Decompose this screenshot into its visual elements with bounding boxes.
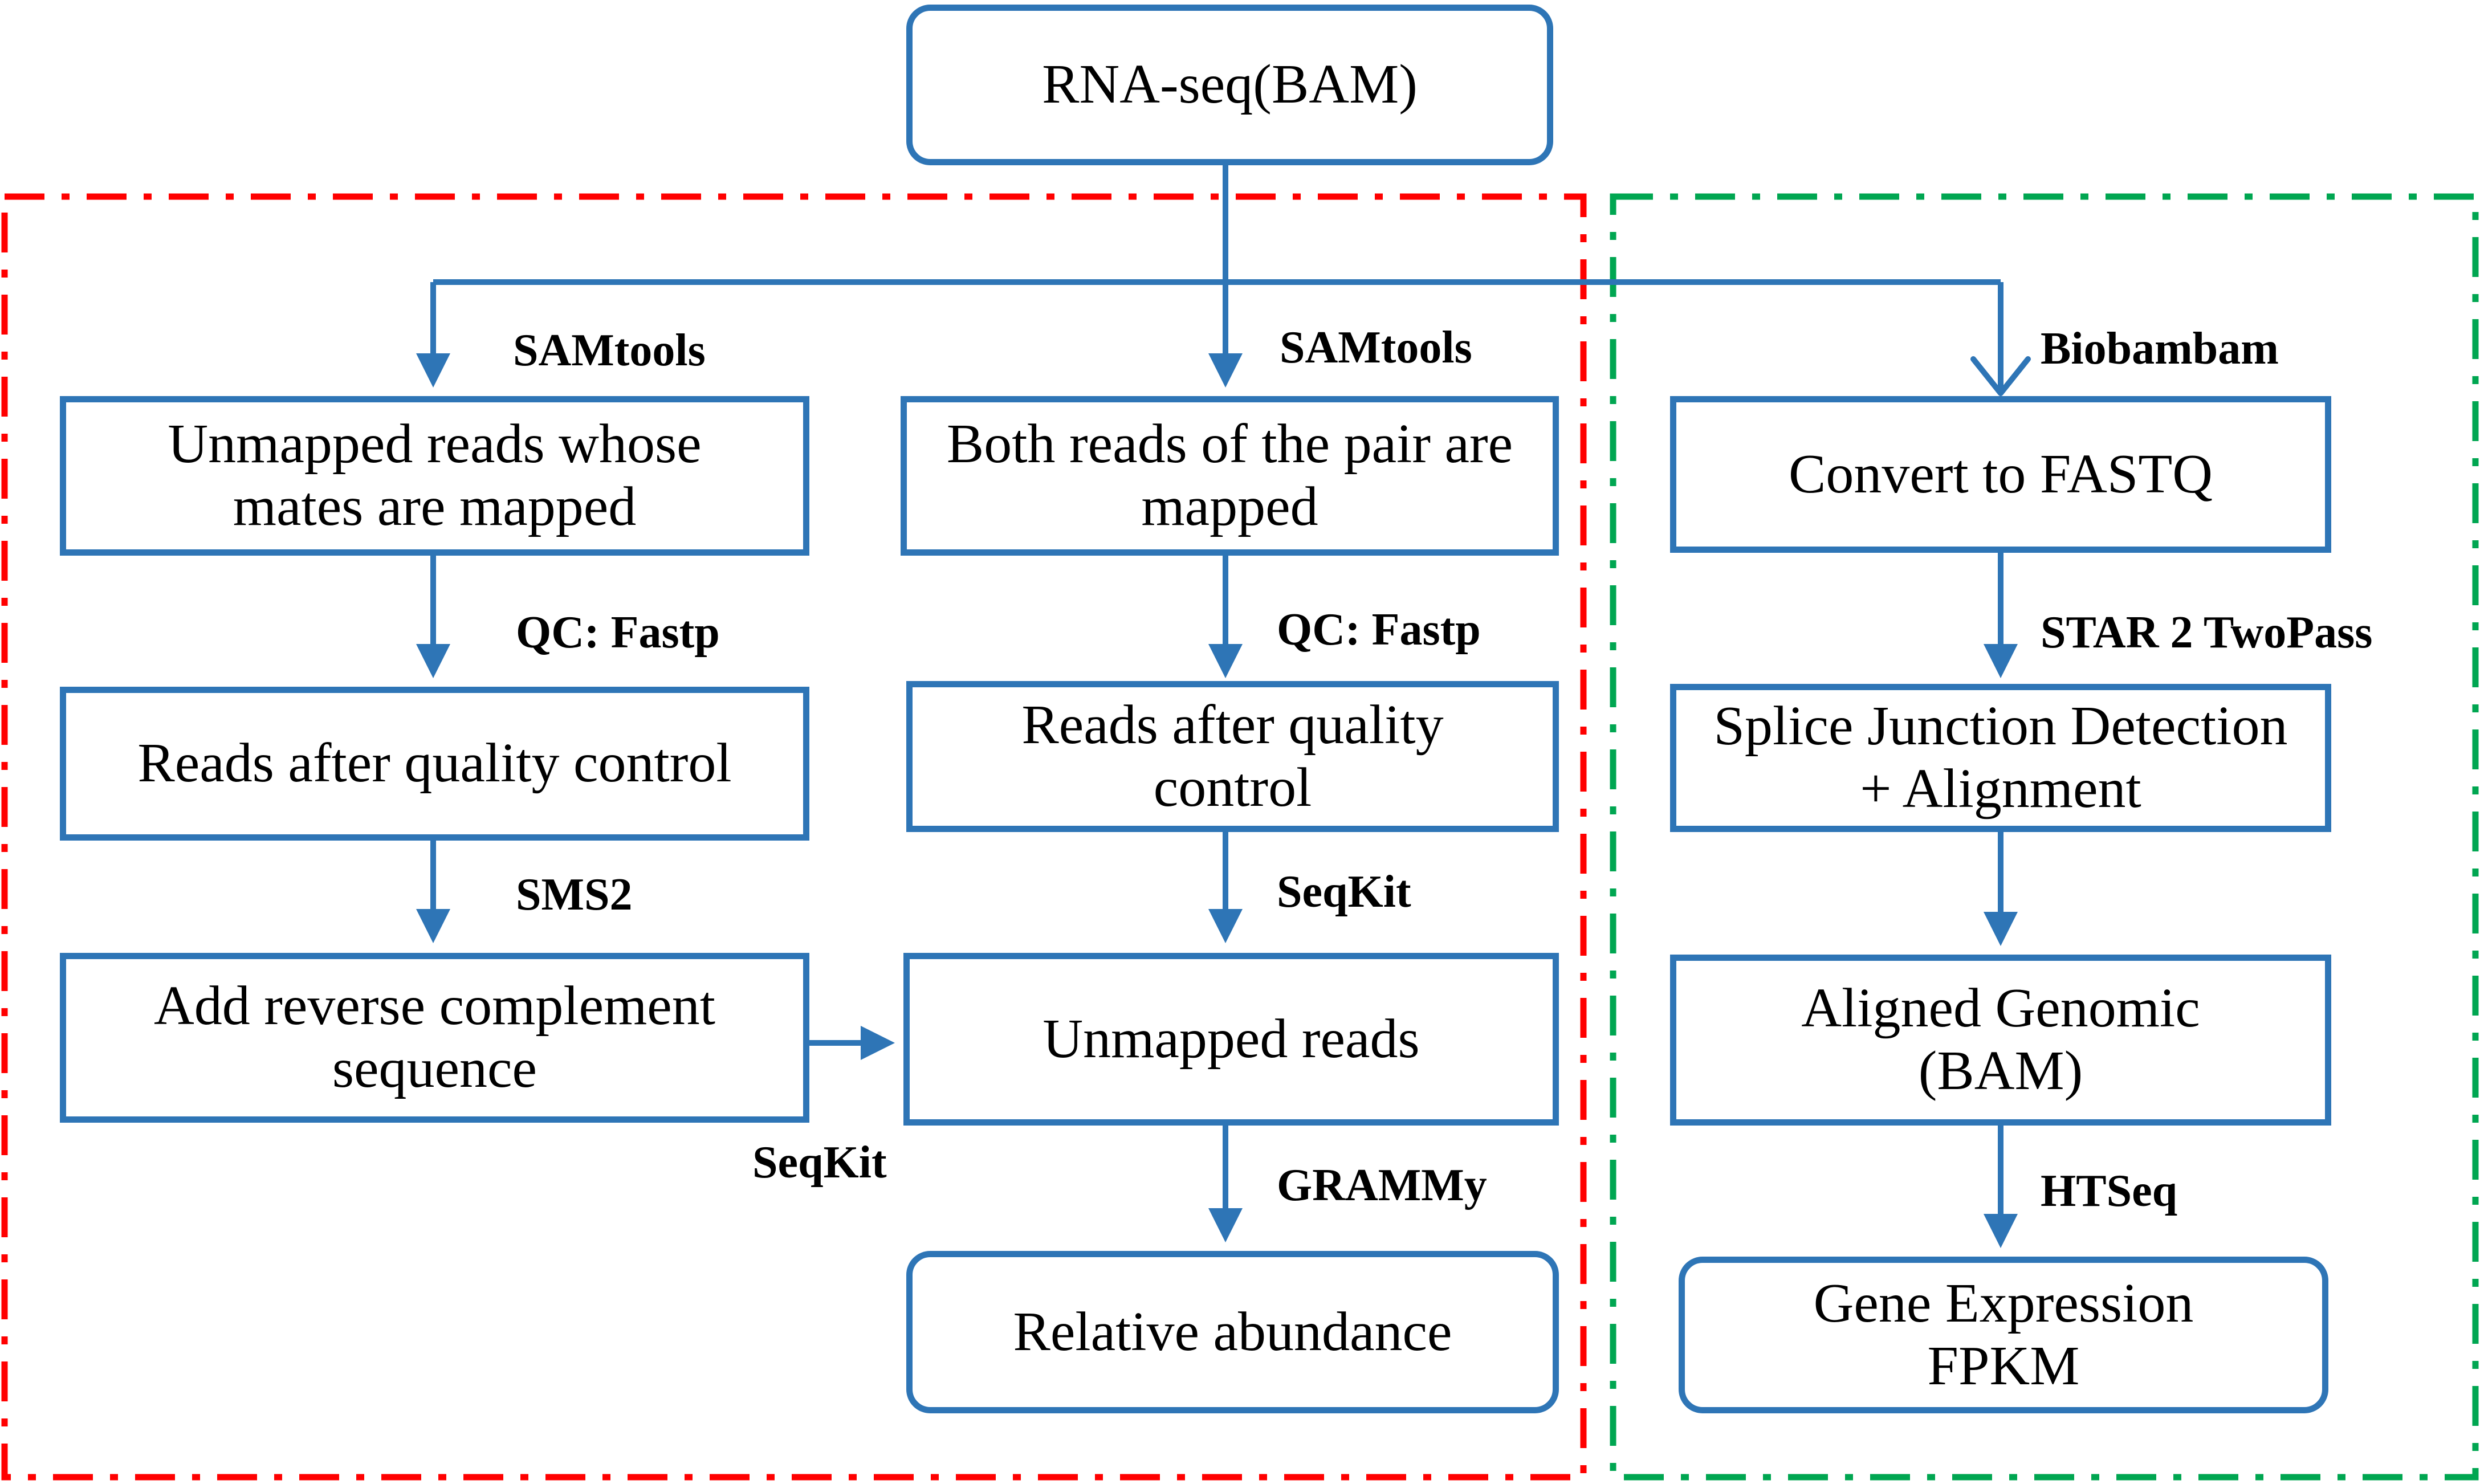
tool-label-samtools-mid: SAMtools xyxy=(1280,323,1472,373)
tool-label-sms2: SMS2 xyxy=(516,870,633,920)
node-relative-abundance-label: Relative abundance xyxy=(1013,1300,1452,1363)
node-add-reverse-complement-label: Add reverse complement sequence xyxy=(153,975,716,1099)
node-splice-junction-label: Splice Junction Detection + Alignment xyxy=(1713,695,2288,820)
tool-label-samtools-left: SAMtools xyxy=(513,325,706,376)
node-both-mapped-label: Both reads of the pair are mapped xyxy=(946,413,1513,537)
node-unmapped-reads: Unmapped reads xyxy=(903,953,1559,1126)
node-reads-qc-left: Reads after quality control xyxy=(60,687,809,841)
tool-label-qc-mid: QC: Fastp xyxy=(1277,605,1481,655)
tool-label-qc-left: QC: Fastp xyxy=(516,608,720,658)
node-relative-abundance: Relative abundance xyxy=(906,1251,1559,1413)
node-rna-seq-bam: RNA-seq(BAM) xyxy=(906,5,1553,165)
node-reads-qc-left-label: Reads after quality control xyxy=(137,732,732,794)
node-both-mapped: Both reads of the pair are mapped xyxy=(901,396,1559,556)
arrow-to-convert-fastq-head xyxy=(1970,356,2031,396)
node-add-reverse-complement: Add reverse complement sequence xyxy=(60,953,809,1123)
node-reads-qc-mid: Reads after quality control xyxy=(906,681,1559,832)
node-splice-junction: Splice Junction Detection + Alignment xyxy=(1670,684,2331,832)
right-region-boundary xyxy=(1610,193,2479,1481)
node-unmapped-mates: Unmapped reads whose mates are mapped xyxy=(60,396,809,556)
node-aligned-genomic: Aligned Genomic (BAM) xyxy=(1670,955,2331,1126)
tool-label-htseq: HTSeq xyxy=(2041,1166,2178,1216)
node-aligned-genomic-label: Aligned Genomic (BAM) xyxy=(1801,977,2200,1102)
tool-label-seqkit-left: SeqKit xyxy=(752,1138,887,1188)
tool-label-seqkit-mid: SeqKit xyxy=(1277,867,1411,917)
node-gene-expression: Gene Expression FPKM xyxy=(1679,1257,2328,1413)
tool-label-star: STAR 2 TwoPass xyxy=(2041,608,2373,658)
tool-label-biobambam: Biobambam xyxy=(2041,324,2279,374)
tool-label-grammy: GRAMMy xyxy=(1277,1160,1487,1210)
node-gene-expression-label: Gene Expression FPKM xyxy=(1813,1272,2194,1397)
left-region-boundary xyxy=(1,193,1587,1481)
node-convert-fastq: Convert to FASTQ xyxy=(1670,396,2331,553)
node-rna-seq-bam-label: RNA-seq(BAM) xyxy=(1042,54,1418,116)
node-reads-qc-mid-label: Reads after quality control xyxy=(1021,694,1444,818)
node-unmapped-reads-label: Unmapped reads xyxy=(1043,1008,1420,1070)
node-convert-fastq-label: Convert to FASTQ xyxy=(1788,443,2213,505)
node-unmapped-mates-label: Unmapped reads whose mates are mapped xyxy=(168,413,702,537)
